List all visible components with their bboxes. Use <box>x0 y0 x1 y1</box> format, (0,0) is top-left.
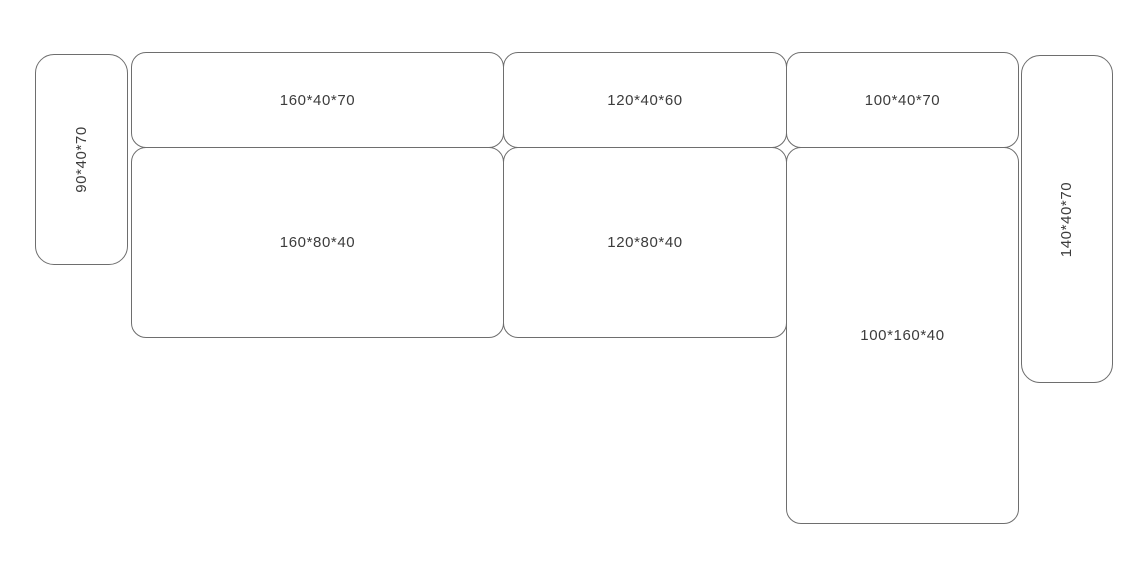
module-chaise-100: 100*160*40 <box>786 147 1019 524</box>
module-armrest-left-dimensions: 90*40*70 <box>73 126 90 193</box>
module-seat-160: 160*80*40 <box>131 147 504 338</box>
module-backrest-160-dimensions: 160*40*70 <box>279 91 356 109</box>
module-seat-120: 120*80*40 <box>503 147 787 338</box>
module-chaise-100-dimensions: 100*160*40 <box>860 327 945 344</box>
module-backrest-120-dimensions: 120*40*60 <box>607 91 683 109</box>
module-armrest-left: 90*40*70 <box>35 54 128 265</box>
module-backrest-160: 160*40*70 <box>131 52 504 148</box>
module-armrest-right-dimensions: 140*40*70 <box>1058 181 1076 257</box>
module-backrest-100: 100*40*70 <box>786 52 1019 148</box>
module-backrest-100-dimensions: 100*40*70 <box>864 91 941 109</box>
module-seat-120-dimensions: 120*80*40 <box>607 234 683 251</box>
module-seat-160-dimensions: 160*80*40 <box>279 234 356 251</box>
module-armrest-right: 140*40*70 <box>1021 55 1113 383</box>
module-backrest-120: 120*40*60 <box>503 52 787 148</box>
